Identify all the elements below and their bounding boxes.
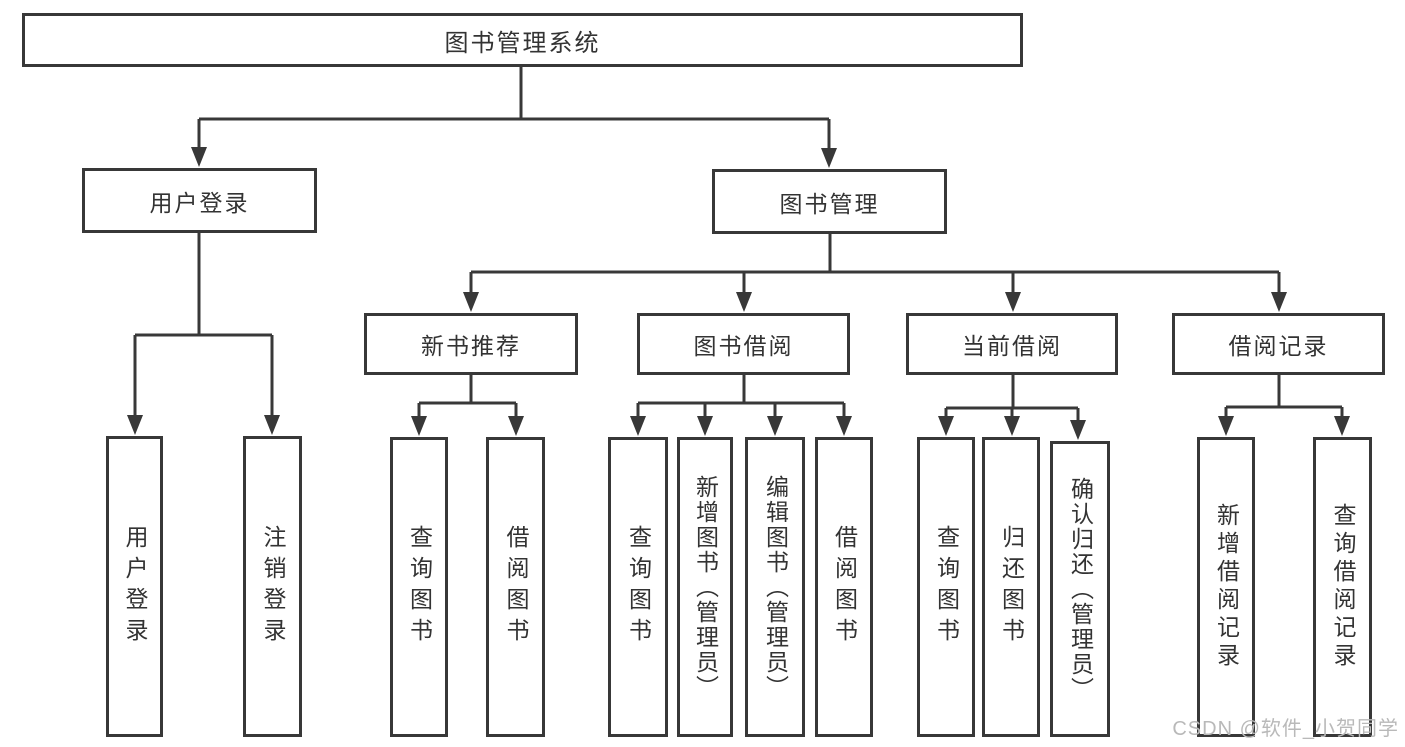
- node-book-management-label: 图书管理: [779, 190, 880, 217]
- node-user-login-label: 用户登录: [149, 189, 250, 216]
- leaf-borrow-borrow-books-label: 借阅图书: [831, 525, 858, 649]
- node-new-book-recommend: 新书推荐: [364, 313, 578, 375]
- node-book-borrow-label: 图书借阅: [693, 333, 794, 359]
- node-new-book-recommend-label: 新书推荐: [421, 333, 521, 359]
- leaf-records-query-record-label: 查询借阅记录: [1330, 503, 1356, 671]
- leaf-user-login: 用户登录: [106, 436, 163, 737]
- leaf-borrow-add-books-label: 新增图书（管理员）: [692, 474, 719, 700]
- leaf-recommend-query-books: 查询图书: [390, 437, 448, 737]
- leaf-current-return-books-label: 归还图书: [998, 525, 1025, 649]
- watermark: CSDN @软件_小贺同学: [1172, 718, 1399, 740]
- leaf-current-query-books: 查询图书: [917, 437, 975, 737]
- leaf-recommend-borrow-books: 借阅图书: [486, 437, 545, 737]
- leaf-records-add-record-label: 新增借阅记录: [1213, 503, 1240, 671]
- leaf-recommend-borrow-books-label: 借阅图书: [503, 525, 529, 649]
- node-root-label: 图书管理系统: [444, 29, 601, 57]
- leaf-records-add-record: 新增借阅记录: [1197, 437, 1255, 737]
- node-current-borrow: 当前借阅: [906, 313, 1118, 375]
- leaf-logout-label: 注销登录: [260, 524, 286, 649]
- leaf-logout: 注销登录: [243, 436, 302, 737]
- node-user-login: 用户登录: [82, 168, 317, 233]
- leaf-current-confirm-return: 确认归还（管理员）: [1050, 441, 1110, 737]
- leaf-current-return-books: 归还图书: [982, 437, 1040, 737]
- leaf-borrow-borrow-books: 借阅图书: [815, 437, 873, 737]
- node-current-borrow-label: 当前借阅: [962, 333, 1062, 359]
- leaf-borrow-query-books-label: 查询图书: [625, 525, 652, 649]
- node-root: 图书管理系统: [22, 13, 1023, 67]
- node-book-borrow: 图书借阅: [637, 313, 850, 375]
- leaf-borrow-edit-books: 编辑图书（管理员）: [745, 437, 805, 737]
- node-borrow-records-label: 借阅记录: [1228, 333, 1329, 359]
- leaf-user-login-label: 用户登录: [122, 524, 148, 649]
- leaf-current-confirm-return-label: 确认归还（管理员）: [1067, 476, 1094, 702]
- leaf-borrow-query-books: 查询图书: [608, 437, 668, 737]
- leaf-recommend-query-books-label: 查询图书: [406, 525, 433, 649]
- leaf-borrow-add-books: 新增图书（管理员）: [677, 437, 733, 737]
- node-borrow-records: 借阅记录: [1172, 313, 1385, 375]
- node-book-management: 图书管理: [712, 169, 947, 234]
- leaf-borrow-edit-books-label: 编辑图书（管理员）: [762, 474, 789, 700]
- leaf-records-query-record: 查询借阅记录: [1313, 437, 1372, 737]
- leaf-current-query-books-label: 查询图书: [933, 525, 960, 649]
